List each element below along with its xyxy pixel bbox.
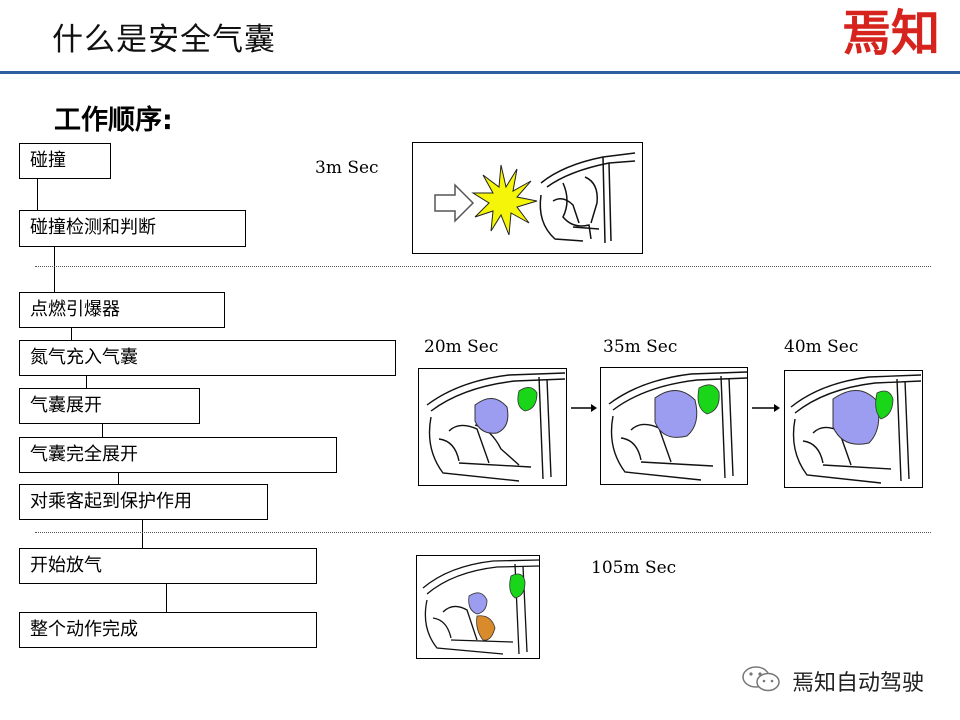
airbag-shape	[832, 390, 880, 445]
connector-line	[37, 178, 38, 210]
impact-arrow-icon	[434, 183, 475, 223]
step-airbag-deploy: 气囊展开	[19, 388, 200, 424]
timing-label-3ms: 3m Sec	[315, 158, 379, 178]
collision-illustration	[412, 142, 643, 254]
connector-line	[118, 472, 119, 485]
header-divider	[0, 71, 960, 74]
airbag-20ms-illustration	[418, 368, 567, 486]
step-deflate: 开始放气	[19, 548, 317, 584]
step-ignition: 点燃引爆器	[19, 292, 225, 328]
step-airbag-full-deploy: 气囊完全展开	[19, 437, 337, 473]
side-airbag-shape	[875, 390, 894, 420]
deflated-airbag-shape	[476, 615, 496, 641]
timing-label-20ms: 20m Sec	[424, 337, 499, 357]
side-airbag-shape	[697, 384, 720, 415]
timing-label-105ms: 105m Sec	[591, 558, 677, 578]
airbag-shape	[654, 390, 698, 438]
side-airbag-shape	[517, 387, 538, 412]
car-interior-icon	[608, 371, 747, 481]
step-collision: 碰撞	[19, 143, 111, 179]
footer-account-name: 焉知自动驾驶	[792, 671, 925, 696]
connector-line	[102, 424, 103, 437]
car-interior-icon	[422, 559, 539, 655]
airbag-105ms-illustration	[416, 555, 540, 659]
footer-watermark: 焉知自动驾驶	[740, 664, 950, 696]
arrow-right-icon	[569, 400, 599, 419]
connector-line	[54, 246, 55, 292]
connector-line	[86, 375, 87, 388]
step-complete: 整个动作完成	[19, 612, 317, 648]
step-nitrogen-fill: 氮气充入气囊	[19, 340, 396, 376]
airbag-40ms-illustration	[784, 370, 923, 488]
car-interior-icon	[539, 152, 636, 244]
arrow-right-icon	[750, 400, 782, 419]
connector-line	[142, 519, 143, 549]
airbag-shape	[474, 398, 509, 434]
step-detection: 碰撞检测和判断	[19, 210, 246, 247]
airbag-35ms-illustration	[600, 367, 748, 485]
timing-label-40ms: 40m Sec	[784, 337, 859, 357]
section-divider	[35, 266, 931, 267]
explosion-icon	[471, 164, 538, 236]
page-title: 什么是安全气囊	[52, 22, 276, 58]
step-passenger-protection: 对乘客起到保护作用	[19, 484, 268, 520]
connector-line	[71, 327, 72, 341]
wechat-icon	[740, 664, 784, 698]
car-interior-icon	[426, 372, 566, 482]
brand-logo: 焉知	[842, 4, 941, 62]
section-divider	[35, 532, 931, 533]
timing-label-35ms: 35m Sec	[603, 337, 678, 357]
airbag-shape	[468, 592, 488, 615]
section-subtitle: 工作顺序:	[54, 105, 173, 136]
side-airbag-shape	[509, 573, 526, 599]
connector-line	[166, 583, 167, 613]
